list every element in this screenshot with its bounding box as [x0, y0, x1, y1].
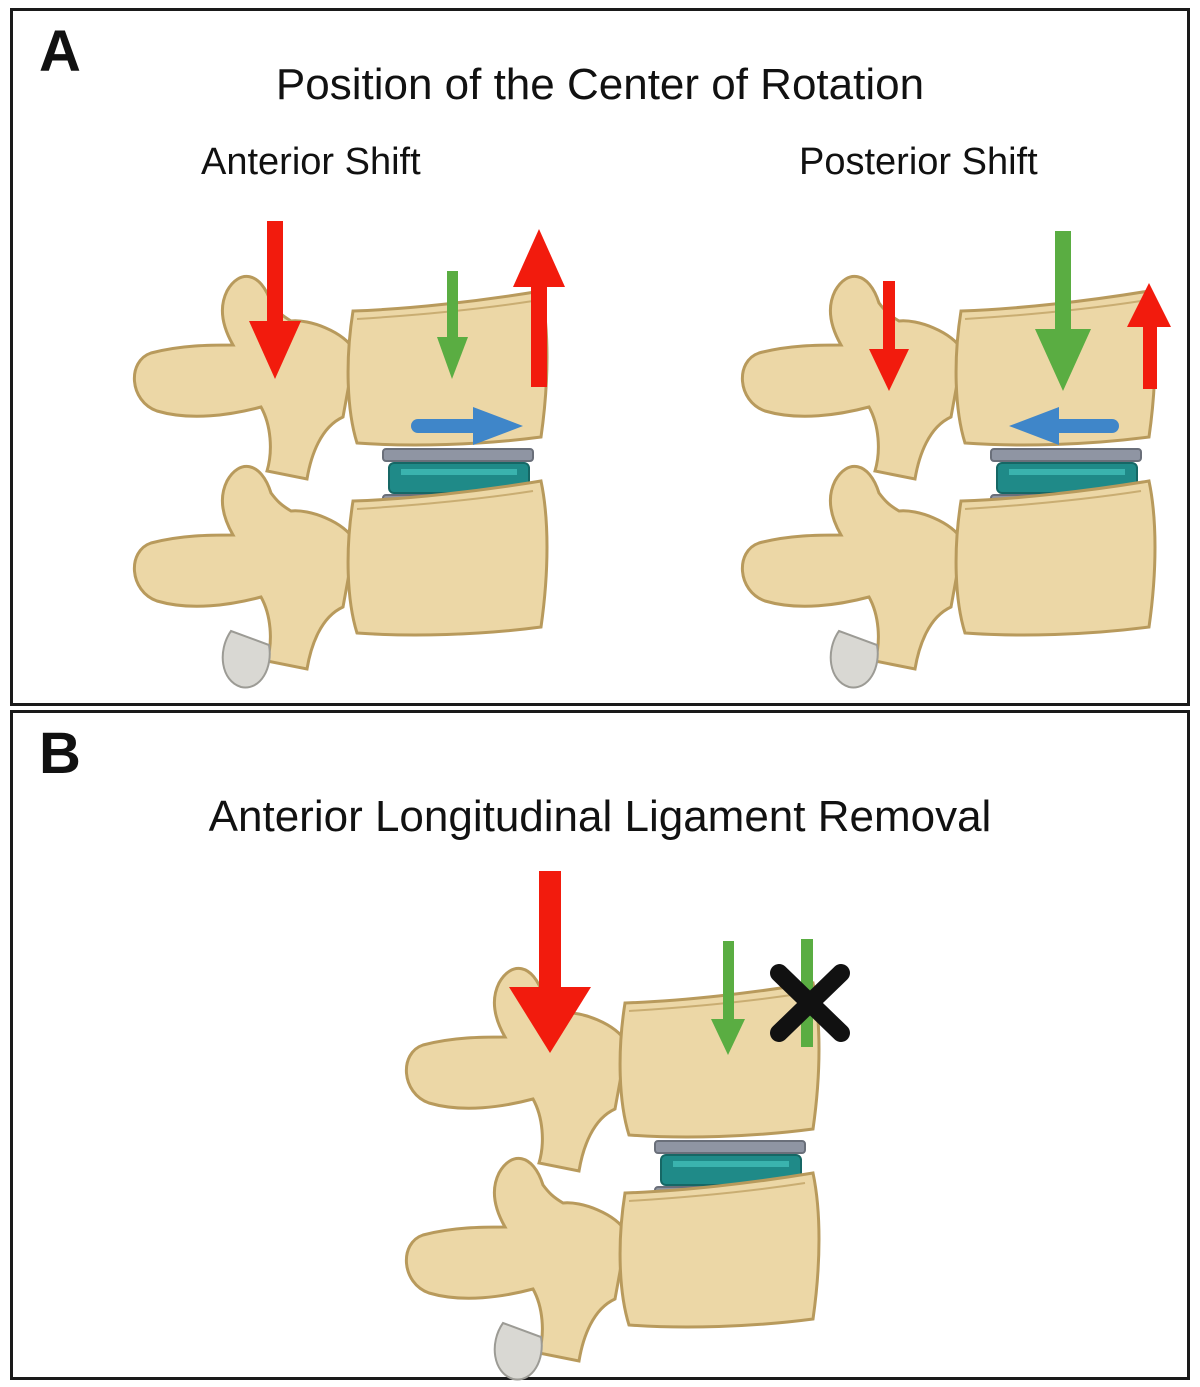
panel-b-title: Anterior Longitudinal Ligament Removal	[208, 792, 992, 841]
panel-a: A Position of the Center of Rotation Ant…	[10, 8, 1190, 706]
ligament-removal-spine-illustration	[393, 871, 850, 1353]
red-down-arrow-icon	[249, 221, 301, 379]
green-down-arrow-icon	[711, 941, 745, 1055]
red-down-arrow-icon	[509, 871, 591, 1053]
panel-a-title: Position of the Center of Rotation	[275, 60, 925, 109]
red-up-arrow-icon	[1127, 283, 1171, 389]
anterior-shift-label: Anterior Shift	[201, 141, 421, 183]
blue-right-arrow-icon	[411, 407, 523, 445]
panel-b: B Anterior Longitudinal Ligament Removal	[10, 710, 1190, 1380]
panel-a-letter: A	[39, 19, 81, 84]
posterior-shift-spine-illustration	[729, 231, 1171, 701]
red-up-arrow-icon	[513, 229, 565, 387]
anterior-shift-spine-illustration	[121, 221, 565, 701]
cross-icon	[770, 964, 850, 1042]
red-down-arrow-icon	[869, 281, 909, 391]
blue-left-arrow-icon	[1009, 407, 1119, 445]
green-down-arrow-icon	[1035, 231, 1091, 391]
green-down-arrow-icon	[437, 271, 468, 379]
panel-b-letter: B	[39, 721, 81, 786]
posterior-shift-label: Posterior Shift	[799, 141, 1038, 183]
